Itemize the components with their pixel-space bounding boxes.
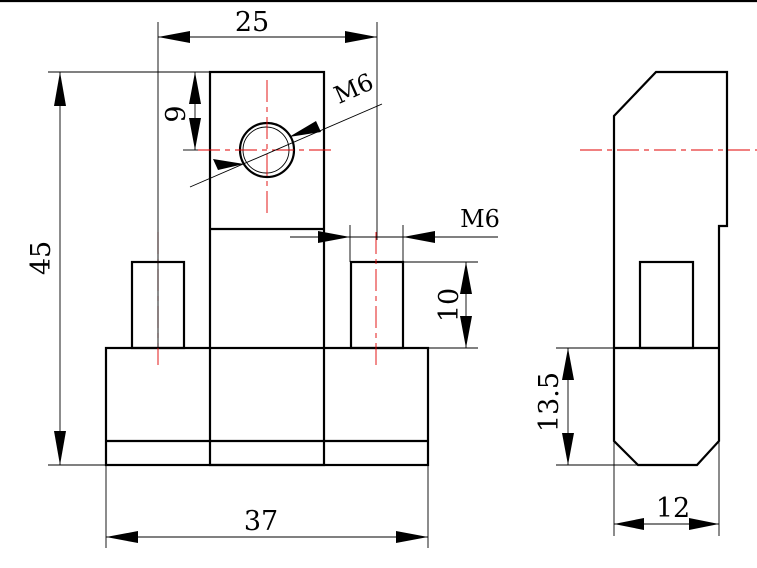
side-profile [612,70,729,467]
dim-overall-height: 45 [26,71,210,466]
arrowhead [213,159,244,170]
arrowhead [345,31,377,43]
right-stud [349,260,405,350]
dim-label-hole-thread: M6 [330,68,378,110]
arrowhead [158,31,190,43]
arrowhead [403,231,435,243]
dim-label-base-width: 37 [244,506,278,537]
arrowhead [614,518,644,530]
dim-base-width: 37 [105,465,429,548]
center-upright [208,70,326,467]
side-view [580,70,757,467]
dim-hole-offset: 9 [161,72,201,151]
dim-stud-thread: M6 [290,205,500,262]
arrowhead [460,316,472,348]
dim-stud-height: 10 [403,261,478,349]
dim-label-top-width: 25 [235,7,269,38]
arrowhead [54,72,66,106]
base-block [104,346,430,467]
arrowhead [189,118,201,150]
side-stud [638,260,695,350]
dim-label-stud-height: 10 [434,288,465,322]
arrowhead [562,433,574,465]
arrowhead [396,531,428,543]
front-view [104,70,430,467]
arrowhead [54,431,66,465]
dim-side-depth: 12 [613,441,720,536]
dim-label-stud-thread: M6 [460,205,500,233]
dim-label-overall-height: 45 [26,241,57,275]
arrowhead [460,262,472,294]
dim-label-hole-offset: 9 [161,105,192,122]
arrowhead [189,72,201,104]
arrowhead [106,531,138,543]
arrowhead [562,348,574,380]
arrowhead [289,121,321,137]
arrowhead [689,518,719,530]
dim-base-height: 13.5 [534,347,638,466]
dim-top-width: 25 [157,7,378,348]
dim-label-base-height: 13.5 [534,372,565,432]
dim-label-side-depth: 12 [656,493,690,524]
arrowhead [318,231,350,243]
